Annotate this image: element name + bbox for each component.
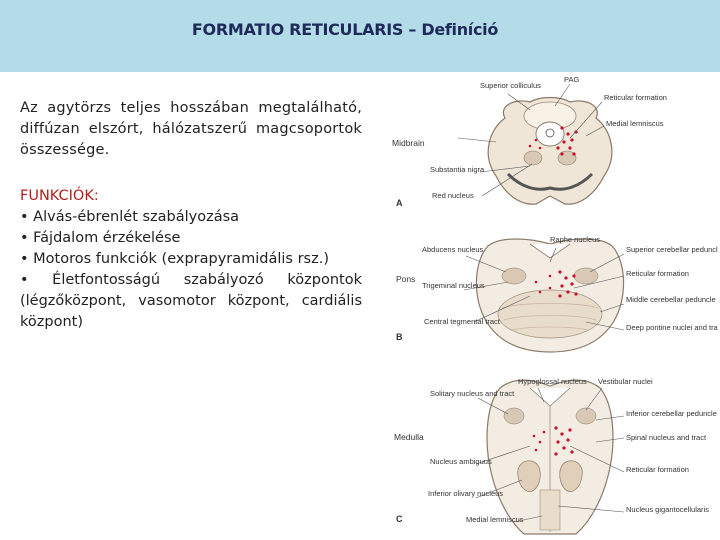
functions-title: FUNKCIÓK: [20, 188, 99, 204]
label-superior-cerebellar-peduncle: Superior cerebellar peduncle [626, 245, 718, 254]
function-item-motor: • Motoros funkciók (exprapyramidális rsz… [20, 251, 329, 267]
label-reticular-formation-a: Reticular formation [604, 93, 667, 102]
title-banner: FORMATIO RETICULARIS – Definíció [0, 0, 720, 72]
label-reticular-formation-c: Reticular formation [626, 465, 689, 474]
level-medulla: Medulla [394, 432, 424, 442]
panel-letter-a: A [396, 198, 403, 208]
function-item-pain: • Fájdalom érzékelése [20, 230, 181, 246]
label-deep-pontine-nuclei: Deep pontine nuclei and transverse ponti… [626, 323, 718, 332]
medulla-section: Hypoglossal nucleus Vestibular nuclei So… [394, 377, 717, 535]
function-item-sleep: • Alvás-ébrenlét szabályozása [20, 209, 240, 225]
brainstem-section-figure: PAG Superior colliculus Reticular format… [392, 76, 718, 535]
label-raphe-nucleus: Raphe nucleus [550, 235, 600, 244]
definition-text: Az agytörzs teljes hosszában megtalálhat… [20, 100, 362, 158]
panel-letter-c: C [396, 514, 403, 524]
label-solitary-nucleus: Solitary nucleus and tract [430, 389, 515, 398]
page-title: FORMATIO RETICULARIS – Definíció [191, 20, 499, 39]
label-central-tegmental-tract: Central tegmental tract [424, 317, 501, 326]
label-abducens-nucleus: Abducens nucleus [422, 245, 484, 254]
level-pons: Pons [396, 274, 415, 284]
label-medial-lemniscus-c: Medial lemniscus [466, 515, 524, 524]
label-red-nucleus: Red nucleus [432, 191, 474, 200]
functions-section: FUNKCIÓK: • Alvás-ébrenlét szabályozása … [20, 186, 362, 333]
label-superior-colliculus: Superior colliculus [480, 81, 541, 90]
midbrain-section: PAG Superior colliculus Reticular format… [392, 76, 667, 208]
label-middle-cerebellar-peduncle: Middle cerebellar peduncle [626, 295, 716, 304]
label-pag: PAG [564, 76, 579, 84]
reticular-formation-dots-b [534, 270, 578, 298]
label-substantia-nigra: Substantia nigra [430, 165, 485, 174]
label-hypoglossal-nucleus: Hypoglossal nucleus [518, 377, 587, 386]
level-midbrain: Midbrain [392, 138, 425, 148]
function-item-vital: • Életfontosságú szabályozó központok (l… [20, 272, 362, 330]
label-inferior-cerebellar-peduncle: Inferior cerebellar peduncle [626, 409, 717, 418]
reticular-formation-dots-c [532, 426, 574, 456]
label-vestibular-nuclei: Vestibular nuclei [598, 377, 653, 386]
label-medial-lemniscus-a: Medial lemniscus [606, 119, 664, 128]
label-spinal-nucleus: Spinal nucleus and tract [626, 433, 707, 442]
label-nucleus-ambiguus: Nucleus ambiguus [430, 457, 492, 466]
functions-list: • Alvás-ébrenlét szabályozása • Fájdalom… [20, 207, 362, 333]
label-nucleus-gigantocellularis: Nucleus gigantocellularis [626, 505, 709, 514]
label-reticular-formation-b: Reticular formation [626, 269, 689, 278]
reticular-formation-dots-a [528, 126, 578, 156]
panel-letter-b: B [396, 332, 403, 342]
label-trigeminal-nucleus: Trigeminal nucleus [422, 281, 485, 290]
pons-section: Abducens nucleus Raphe nucleus Superior … [396, 235, 718, 353]
label-inferior-olivary-nucleus: Inferior olivary nucleus [428, 489, 503, 498]
